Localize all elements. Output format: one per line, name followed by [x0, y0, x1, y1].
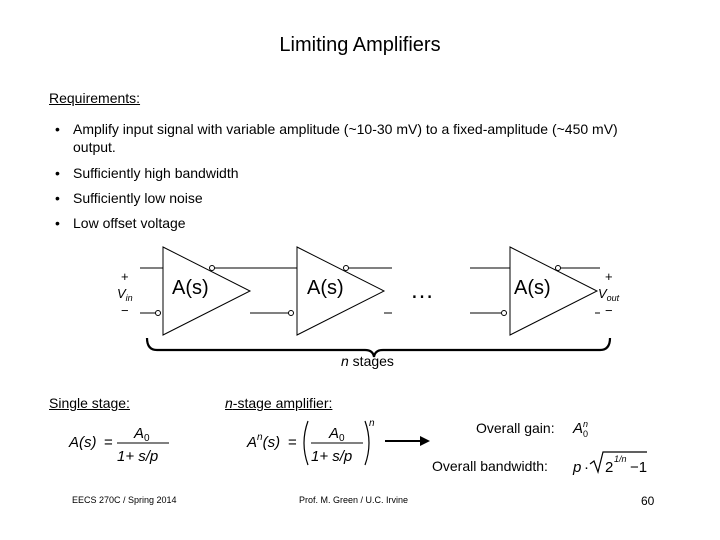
vout-plus: +: [605, 269, 613, 284]
bullet-dot: •: [55, 165, 60, 181]
amp-label-2: A(s): [307, 277, 344, 299]
bullet-dot: •: [55, 215, 60, 231]
bullet-text: Amplify input signal with variable ampli…: [73, 121, 618, 155]
output-bubble-1: [209, 265, 215, 271]
output-bubble-2: [343, 265, 349, 271]
footer-author: Prof. M. Green / U.C. Irvine: [299, 495, 409, 505]
amp-label-1: A(s): [172, 277, 209, 299]
amplifier-stage-n: [509, 246, 599, 336]
n-stages-bracket: [145, 337, 612, 358]
input-bubble-1: [155, 310, 161, 316]
amplifier-stage-1: [162, 246, 252, 336]
bullet-item: • Sufficiently low noise: [55, 189, 203, 207]
requirements-heading: Requirements:: [49, 90, 141, 106]
overall-gain-label: Overall gain:: [476, 420, 555, 436]
bw-p: p: [572, 459, 581, 476]
page-number: 60: [641, 494, 655, 508]
output-bubble-n: [555, 265, 561, 271]
formula-denominator: 1+ s/p: [117, 448, 158, 465]
vin-label: Vin: [117, 286, 133, 303]
vout-minus: −: [605, 303, 613, 318]
nstage-lhs: An(s): [246, 432, 280, 451]
gain-subscript: 0: [583, 429, 588, 439]
input-bubble-n: [501, 310, 507, 316]
bw-minus-one: −1: [630, 459, 647, 476]
left-paren: [303, 420, 309, 466]
single-stage-formula: A(s) = A0 1+ s/p: [68, 425, 169, 465]
bullet-dot: •: [55, 121, 60, 137]
right-paren: [364, 420, 370, 466]
bullet-text: Sufficiently high bandwidth: [73, 165, 239, 181]
nstage-denominator: 1+ s/p: [311, 448, 352, 465]
bw-two: 2: [605, 459, 613, 476]
vin-minus: −: [121, 303, 129, 318]
input-bubble-2: [288, 310, 294, 316]
bw-dot: ·: [584, 459, 589, 476]
bullet-item: • Amplify input signal with variable amp…: [55, 120, 635, 156]
overall-gain-formula: An 0: [572, 419, 588, 439]
gain-value: An: [572, 419, 588, 437]
bullet-dot: •: [55, 190, 60, 206]
nstage-numerator: A0: [328, 425, 345, 444]
sqrt-sign: [589, 451, 647, 475]
stage-ellipsis: …: [410, 277, 434, 304]
bullet-text: Low offset voltage: [73, 215, 186, 231]
amp-label-n: A(s): [514, 277, 551, 299]
slide-title: Limiting Amplifiers: [279, 34, 441, 56]
equals-sign: =: [288, 434, 297, 451]
single-stage-label: Single stage:: [49, 395, 130, 411]
overall-bandwidth-label: Overall bandwidth:: [432, 458, 548, 474]
n-stage-label: n-stage amplifier:: [225, 395, 332, 411]
n-stages-label: n stages: [341, 353, 394, 369]
formula-numerator: A0: [133, 425, 150, 444]
footer-course: EECS 270C / Spring 2014: [72, 495, 177, 505]
formula-lhs: A(s): [68, 434, 97, 451]
overall-bandwidth-formula: p · 2 1/n −1: [572, 451, 647, 476]
bw-exponent: 1/n: [614, 454, 627, 464]
bullet-item: • Sufficiently high bandwidth: [55, 164, 239, 182]
vin-plus: +: [121, 269, 129, 284]
vout-label: Vout: [598, 286, 620, 303]
nstage-exponent: n: [369, 418, 375, 429]
bullet-text: Sufficiently low noise: [73, 190, 203, 206]
equals-sign: =: [104, 434, 113, 451]
n-stage-var: n: [225, 395, 233, 411]
n-stage-rest: -stage amplifier:: [232, 395, 333, 411]
result-arrow-head: [420, 436, 430, 446]
n-stage-formula: An(s) = A0 1+ s/p n: [246, 418, 375, 466]
bullet-item: • Low offset voltage: [55, 214, 186, 232]
amplifier-stage-2: [296, 246, 386, 336]
